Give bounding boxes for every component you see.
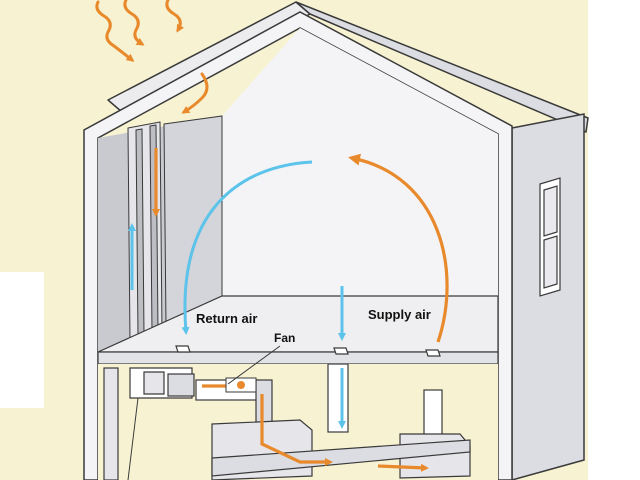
- leader-line: [127, 397, 139, 480]
- fan-leader-line: [227, 345, 281, 385]
- left-panel: [0, 272, 44, 408]
- window-icon: [539, 177, 561, 297]
- right-panel: [588, 0, 640, 480]
- warm-air-arrow: [152, 148, 449, 472]
- roof: [107, 1, 589, 133]
- side-wall: [511, 113, 585, 480]
- supply-air-label: Supply air: [368, 307, 431, 322]
- floor-register-icon: [175, 345, 441, 357]
- fan-label: Fan: [274, 331, 296, 345]
- return-air-label: Return air: [196, 311, 258, 326]
- fan-icon: [225, 377, 257, 393]
- cool-air-arrow: [128, 160, 346, 429]
- sun-heat-arrow: [95, 0, 209, 114]
